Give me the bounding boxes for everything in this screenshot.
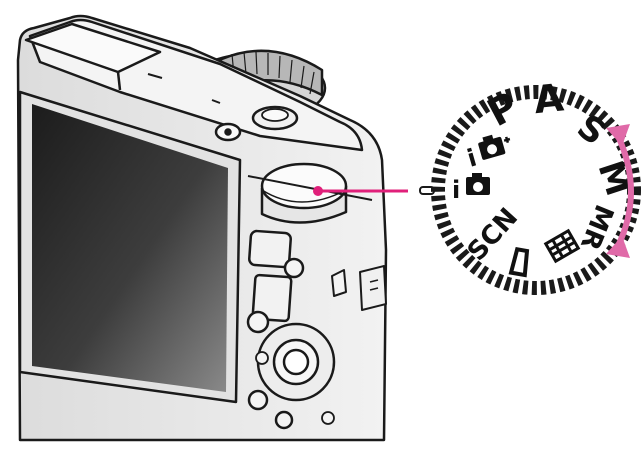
delete-button (249, 391, 267, 409)
power-lamp (226, 130, 231, 135)
af-button (248, 312, 268, 332)
small-button-3 (322, 412, 334, 424)
fn-button (249, 231, 291, 268)
playback-button (285, 259, 303, 277)
camera (18, 16, 386, 440)
callout-dot (313, 186, 323, 196)
strap-lug (332, 270, 346, 296)
mode-dial-enlarged: P A S M MR SCN i (438, 75, 638, 288)
mode-intelligent-auto-label: i (452, 176, 460, 204)
small-button-2 (276, 412, 292, 428)
side-door (360, 266, 386, 310)
control-wheel (258, 324, 334, 400)
mode-aperture-label: A (532, 75, 566, 122)
small-button-1 (256, 352, 268, 364)
